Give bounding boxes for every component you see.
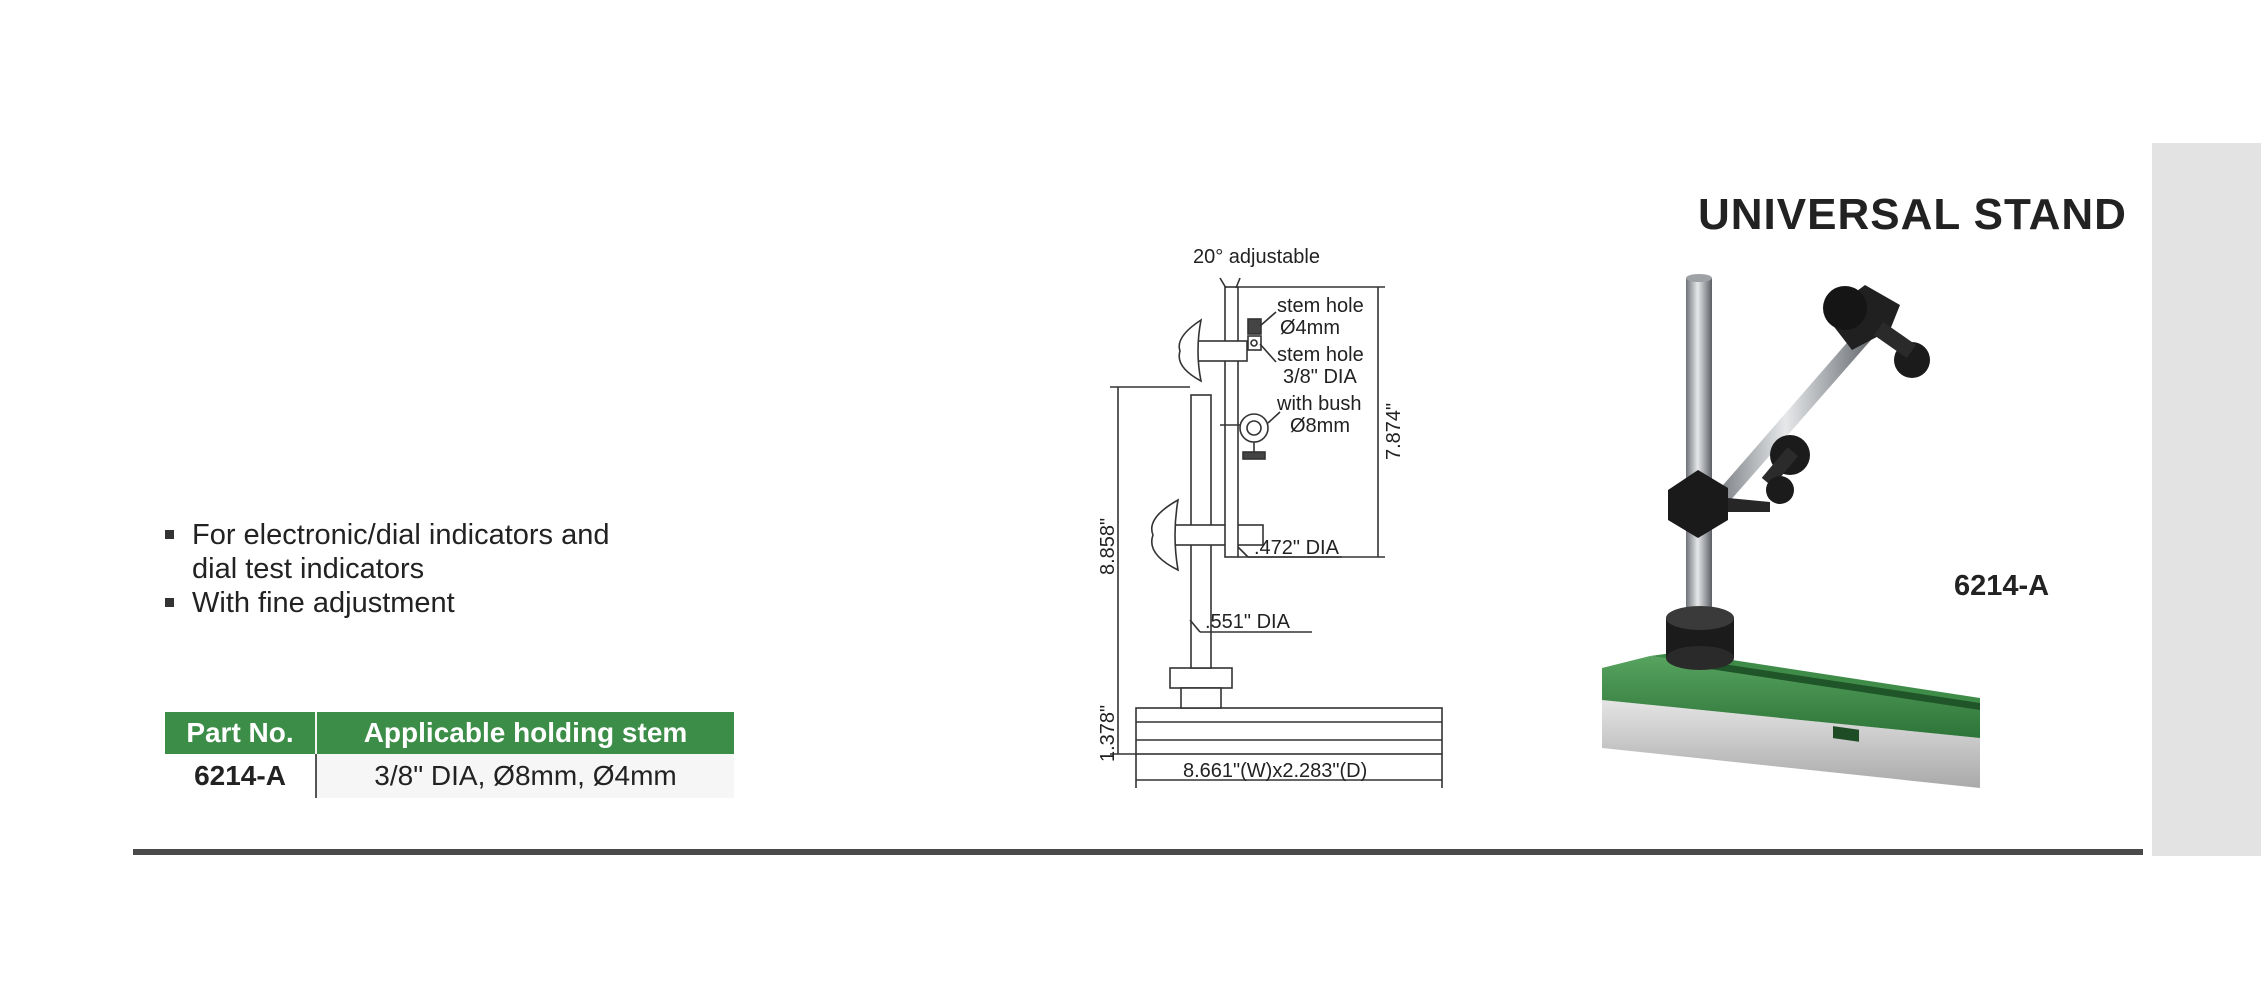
dimension-drawing: 20° adjustable stem hole Ø4mm stem hole … (1097, 246, 1443, 788)
column-header-part-no: Part No. (165, 712, 317, 754)
feature-text: With fine adjustment (192, 587, 455, 619)
base-steel (1602, 700, 1980, 788)
feature-text-cont: dial test indicators (192, 553, 425, 585)
spec-table: Part No. Applicable holding stem 6214-A … (165, 712, 734, 798)
clamp-block (1668, 470, 1728, 538)
base-outline (1135, 707, 1443, 755)
feature-text: For electronic/dial indicators and (192, 519, 610, 551)
base-size-label: 8.661"(W)x2.283"(D) (1183, 760, 1367, 782)
brand-badge (1833, 726, 1859, 742)
side-tab (2152, 143, 2261, 856)
page-title: UNIVERSAL STAND (1698, 190, 2127, 239)
angled-arm (1710, 322, 1878, 510)
feature-list: For electronic/dial indicators and dial … (163, 518, 609, 620)
total-height-label: 8.858" (1097, 518, 1119, 575)
base-green (1602, 656, 1980, 738)
angle-label: 20° adjustable (1193, 246, 1320, 268)
table-header-row: Part No. Applicable holding stem (165, 712, 734, 754)
bullet-icon (165, 598, 174, 607)
cell-part-no: 6214-A (165, 754, 317, 798)
stem-hole-small-label: stem hole (1277, 295, 1364, 317)
vertical-rod (1686, 278, 1712, 608)
table-row: 6214-A 3/8" DIA, Ø8mm, Ø4mm (165, 754, 734, 798)
upper-height-label: 7.874" (1383, 403, 1405, 460)
feature-item: With fine adjustment (163, 586, 609, 620)
feature-item: For electronic/dial indicators and dial … (163, 518, 609, 586)
bush-label: with bush (1276, 393, 1362, 415)
top-knob (1823, 286, 1867, 330)
stem-hole-large-size: 3/8" DIA (1283, 366, 1357, 388)
cell-holding-stem: 3/8" DIA, Ø8mm, Ø4mm (316, 754, 734, 798)
stem-hole-large-label: stem hole (1277, 344, 1364, 366)
stem-hole-small-size: Ø4mm (1280, 317, 1340, 339)
column-header-holding-stem: Applicable holding stem (316, 712, 734, 754)
bullet-icon (165, 530, 174, 539)
bush-size: Ø8mm (1290, 415, 1350, 437)
section-divider (133, 849, 2143, 855)
arm-dia-label: .472" DIA (1254, 537, 1340, 559)
vertical-arm (1224, 286, 1239, 558)
universal-stand-image (1602, 274, 1980, 788)
model-label: 6214-A (1954, 570, 2050, 602)
base-height-label: 1.378" (1097, 705, 1119, 762)
post-dia-label: .551" DIA (1205, 611, 1291, 633)
